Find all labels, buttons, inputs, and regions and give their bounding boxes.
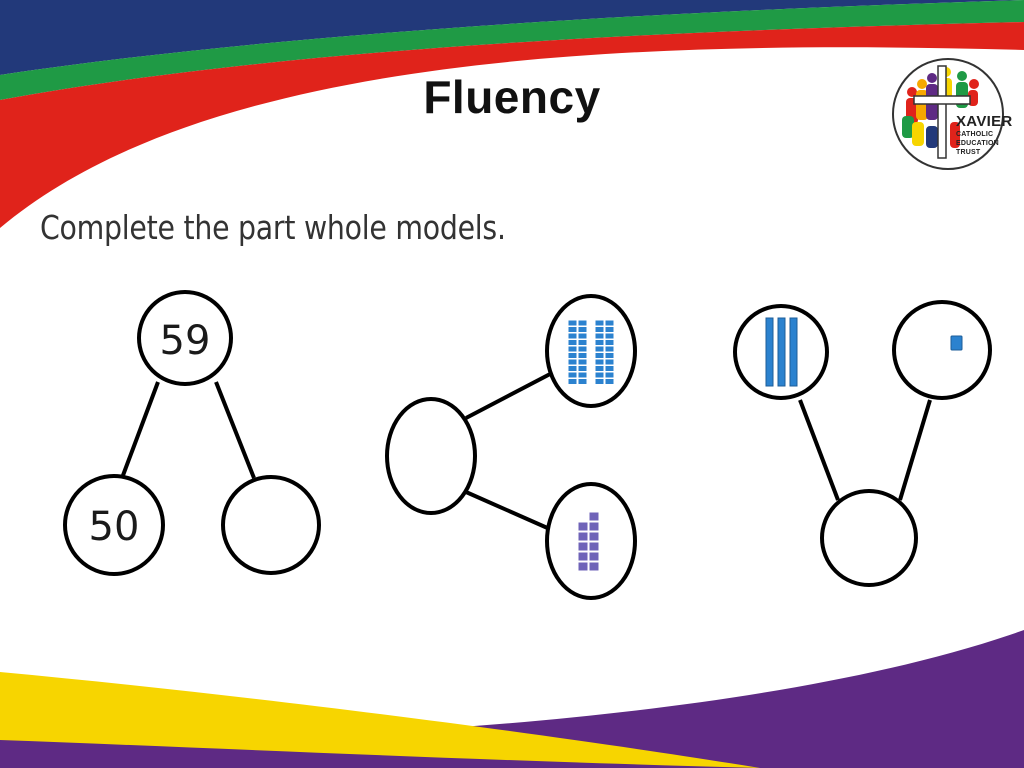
unit-cube	[604, 345, 615, 353]
unit-cube	[567, 378, 578, 385]
logo-name: XAVIER	[956, 113, 1013, 130]
whole-circle-empty[interactable]	[385, 397, 477, 515]
unit-cube	[567, 332, 578, 340]
unit-cube	[604, 371, 615, 379]
unit-cube	[577, 319, 588, 327]
unit-cube	[577, 352, 588, 359]
part-circle-empty[interactable]	[221, 475, 321, 575]
xavier-logo	[890, 56, 1016, 172]
unit-cube	[594, 345, 605, 353]
unit-cube	[594, 332, 605, 340]
unit-cube	[604, 326, 615, 333]
unit-cube	[567, 365, 578, 372]
unit-cube	[577, 332, 588, 340]
part-value: 50	[89, 504, 140, 550]
whole-circle[interactable]	[137, 290, 233, 386]
whole-value: 59	[160, 318, 211, 364]
unit-cube	[604, 358, 615, 366]
unit-cube	[567, 339, 578, 346]
unit-cube	[604, 378, 615, 385]
unit-cube	[567, 371, 578, 379]
unit-cube	[567, 358, 578, 366]
unit-cube	[604, 339, 615, 346]
unit-cube	[577, 521, 589, 532]
base-ten-tens-icon	[765, 317, 798, 387]
unit-cube	[594, 358, 605, 366]
part-whole-model-3	[733, 300, 992, 587]
part-circle[interactable]	[63, 474, 165, 576]
base-ten-tens-icon	[567, 319, 615, 385]
logo-wordmark: XAVIER CATHOLIC EDUCATION TRUST	[956, 114, 1013, 156]
unit-cube	[588, 561, 600, 572]
unit-cube	[577, 378, 588, 385]
unit-cube	[577, 371, 588, 379]
slide-title: Fluency	[423, 71, 601, 123]
unit-cube	[577, 326, 588, 333]
unit-cube	[567, 352, 578, 359]
unit-cube	[567, 319, 578, 327]
unit-cube	[594, 319, 605, 327]
unit-cube	[604, 332, 615, 340]
part-circle[interactable]	[892, 300, 992, 400]
part-circle[interactable]	[545, 294, 637, 408]
unit-cube	[577, 541, 589, 552]
unit-cube	[577, 531, 589, 542]
unit-cube	[567, 326, 578, 333]
unit-cube	[588, 521, 600, 532]
connector-line	[214, 381, 256, 479]
connector-line	[120, 381, 160, 479]
unit-cube	[588, 541, 600, 552]
unit-cube	[594, 371, 605, 379]
unit-cube	[588, 551, 600, 562]
unit-cube	[594, 339, 605, 346]
unit-cube	[594, 352, 605, 359]
unit-cube	[588, 511, 600, 522]
whole-circle-empty[interactable]	[820, 489, 918, 587]
unit-cube	[577, 551, 589, 562]
part-whole-model-1: 59 50	[63, 290, 321, 576]
unit-cube	[577, 358, 588, 366]
unit-cube	[604, 352, 615, 359]
unit-cube	[577, 345, 588, 353]
base-ten-ones-icon	[577, 511, 600, 572]
unit-cube	[577, 339, 588, 346]
instruction-text: Complete the part whole models.	[40, 208, 506, 247]
connector-line	[798, 399, 840, 501]
connector-line	[898, 399, 932, 501]
unit-cube	[604, 319, 615, 327]
connector-line	[465, 490, 553, 532]
unit-cube	[567, 345, 578, 353]
unit-cube	[577, 365, 588, 372]
logo-line-3: TRUST	[956, 149, 981, 156]
unit-cube	[594, 378, 605, 385]
base-ten-ones-icon	[950, 335, 963, 351]
unit-cube	[594, 326, 605, 333]
unit-cube	[604, 365, 615, 372]
logo-line-1: CATHOLIC	[956, 131, 994, 138]
cross-people-logo-icon	[892, 58, 1004, 170]
connector-line	[465, 371, 553, 420]
part-whole-model-2	[385, 294, 637, 600]
logo-line-2: EDUCATION	[956, 140, 999, 147]
unit-cube	[588, 531, 600, 542]
unit-cube	[594, 365, 605, 372]
unit-cube	[577, 561, 589, 572]
